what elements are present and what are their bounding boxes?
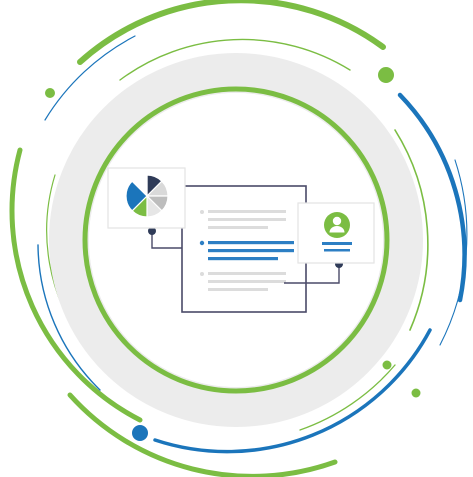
blue-dot-bottom-left — [132, 425, 148, 441]
blue-arc-bottom — [153, 328, 432, 454]
green-arc-left — [9, 147, 143, 423]
green-dot-right-bottom — [411, 388, 421, 398]
pie-chart-card — [107, 167, 186, 229]
connector-lines — [151, 231, 340, 284]
pie-slice-blue — [125, 180, 148, 212]
blue-arc-left-thin — [37, 244, 101, 391]
user-avatar-icon — [324, 212, 350, 238]
connector-pie-to-document — [151, 231, 182, 249]
green-arc-upper-thin — [119, 38, 351, 81]
green-arc-right — [394, 129, 429, 331]
green-arc-bottom-right — [299, 364, 396, 431]
green-arc-top — [77, 0, 386, 65]
green-dot-top-right — [378, 67, 394, 83]
user-detail-line — [324, 249, 350, 252]
orbit-dots — [45, 67, 421, 441]
document-text-lines-highlight — [199, 240, 294, 261]
connector-user-to-document — [284, 264, 340, 284]
green-arc-bottom — [67, 392, 338, 477]
user-card — [297, 202, 375, 264]
blue-arc-right-far — [439, 159, 468, 346]
green-dot-right-small — [382, 360, 392, 370]
document-text-lines-bottom — [200, 272, 286, 291]
user-name-line — [322, 242, 352, 245]
gray-ring — [49, 53, 423, 427]
green-dot-left — [45, 88, 55, 98]
pie-slice-white-gap — [131, 174, 148, 198]
pie-chart-icon — [125, 174, 169, 218]
document-text-lines-top — [200, 210, 286, 229]
inner-green-ring — [82, 86, 390, 394]
document-icon — [181, 185, 307, 313]
outer-orbit-arcs — [9, 0, 468, 477]
connector-node-pie — [148, 227, 156, 235]
blue-arc-upper-left — [44, 35, 136, 121]
